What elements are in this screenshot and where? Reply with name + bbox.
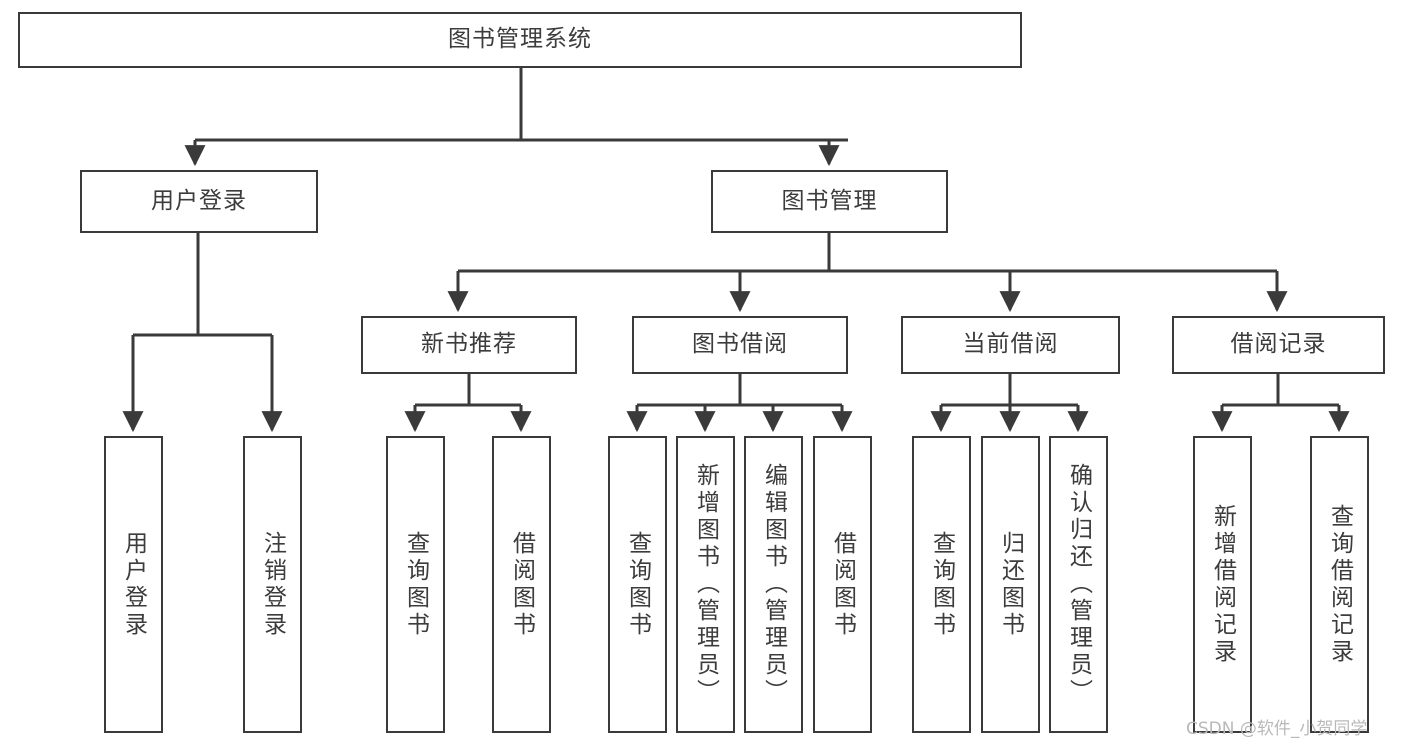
leaf-borrow-books-recommendation[interactable]: 借阅图书 [492, 436, 551, 733]
watermark: CSDN @软件_小贺同学 [1186, 719, 1368, 739]
leaf-add-borrowing-record[interactable]: 新增借阅记录 [1193, 436, 1252, 733]
leaf-query-borrowing-record[interactable]: 查询借阅记录 [1310, 436, 1369, 733]
node-label: 查询图书 [928, 530, 955, 639]
node-label: 图书管理 [781, 187, 878, 214]
leaf-user-login[interactable]: 用户登录 [104, 436, 163, 733]
node-label: 查询图书 [402, 530, 429, 639]
node-book-management-module[interactable]: 图书管理 [711, 170, 948, 233]
node-label: 当前借阅 [962, 331, 1059, 358]
node-label: 查询图书 [624, 530, 651, 639]
node-label: 注销登录 [259, 530, 286, 639]
node-label: 借阅记录 [1230, 331, 1327, 358]
leaf-query-books-current[interactable]: 查询图书 [912, 436, 971, 733]
node-user-login-module[interactable]: 用户登录 [80, 170, 318, 233]
leaf-query-books-recommendation[interactable]: 查询图书 [386, 436, 445, 733]
node-book-borrowing[interactable]: 图书借阅 [632, 316, 848, 374]
node-root-book-management-system[interactable]: 图书管理系统 [18, 12, 1022, 68]
node-label: 图书管理系统 [448, 26, 592, 53]
node-label: 归还图书 [997, 530, 1024, 639]
node-borrowing-records[interactable]: 借阅记录 [1172, 316, 1385, 374]
node-new-book-recommendation[interactable]: 新书推荐 [361, 316, 577, 374]
leaf-return-books[interactable]: 归还图书 [981, 436, 1040, 733]
node-label: 新增图书（管理员） [692, 463, 719, 706]
node-label: 新增借阅记录 [1209, 503, 1236, 666]
node-label: 用户登录 [120, 530, 147, 639]
node-label: 确认归还（管理员） [1065, 463, 1092, 706]
node-label: 用户登录 [151, 187, 247, 214]
leaf-query-books-borrowing[interactable]: 查询图书 [608, 436, 667, 733]
node-label: 借阅图书 [829, 530, 856, 639]
node-label: 借阅图书 [508, 530, 535, 639]
node-label: 编辑图书（管理员） [760, 463, 787, 706]
leaf-logout[interactable]: 注销登录 [243, 436, 302, 733]
leaf-confirm-return-admin[interactable]: 确认归还（管理员） [1049, 436, 1108, 733]
leaf-borrow-books-borrowing[interactable]: 借阅图书 [813, 436, 872, 733]
node-label: 图书借阅 [692, 331, 788, 358]
node-label: 新书推荐 [421, 331, 517, 358]
node-label: 查询借阅记录 [1326, 503, 1353, 666]
node-current-borrowing[interactable]: 当前借阅 [901, 316, 1120, 374]
leaf-edit-book-admin[interactable]: 编辑图书（管理员） [744, 436, 803, 733]
leaf-add-book-admin[interactable]: 新增图书（管理员） [676, 436, 735, 733]
